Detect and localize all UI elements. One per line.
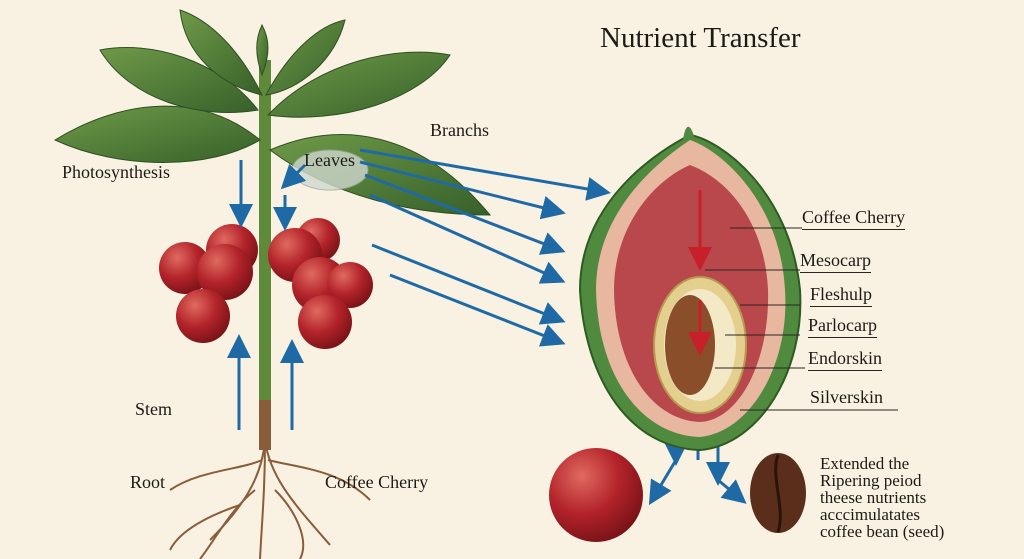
label-mesocarp: Mesocarp	[800, 250, 871, 273]
roots	[169, 439, 371, 559]
label-leaves: Leaves	[304, 150, 355, 170]
plant-cherries	[159, 218, 373, 349]
label-root: Root	[130, 472, 166, 492]
note-line: coffee bean (seed)	[820, 522, 945, 541]
label-coffee-cherry: Coffee Cherry	[325, 472, 429, 492]
coffee-bean	[750, 453, 806, 533]
label-branchs: Branchs	[430, 120, 489, 140]
leader-lines	[705, 227, 898, 411]
label-fleshulp: Fleshulp	[810, 284, 873, 307]
label-parlocarp: Parlocarp	[808, 315, 877, 338]
note-line: theese nutrients	[820, 488, 927, 507]
label-silverskin: Silverskin	[810, 387, 884, 407]
cherry-cross-section	[578, 126, 802, 452]
label-endorskin: Endorskin	[808, 348, 882, 371]
note-line: acccimulatates	[820, 505, 921, 524]
label-photosynthesis: Photosynthesis	[62, 162, 171, 182]
label-stem: Stem	[135, 399, 173, 419]
whole-cherry	[549, 448, 643, 542]
note-line: Ripering peiod	[820, 471, 922, 490]
label-cs-coffee-cherry: Coffee Cherry	[802, 207, 906, 230]
note-line: Extended the	[820, 454, 910, 473]
leaves	[53, 9, 492, 216]
stem	[259, 60, 271, 450]
page-title: Nutrient Transfer	[600, 22, 801, 54]
blue-arrows	[227, 148, 747, 506]
ripening-note: Extended the Ripering peiod theese nutri…	[820, 455, 944, 540]
